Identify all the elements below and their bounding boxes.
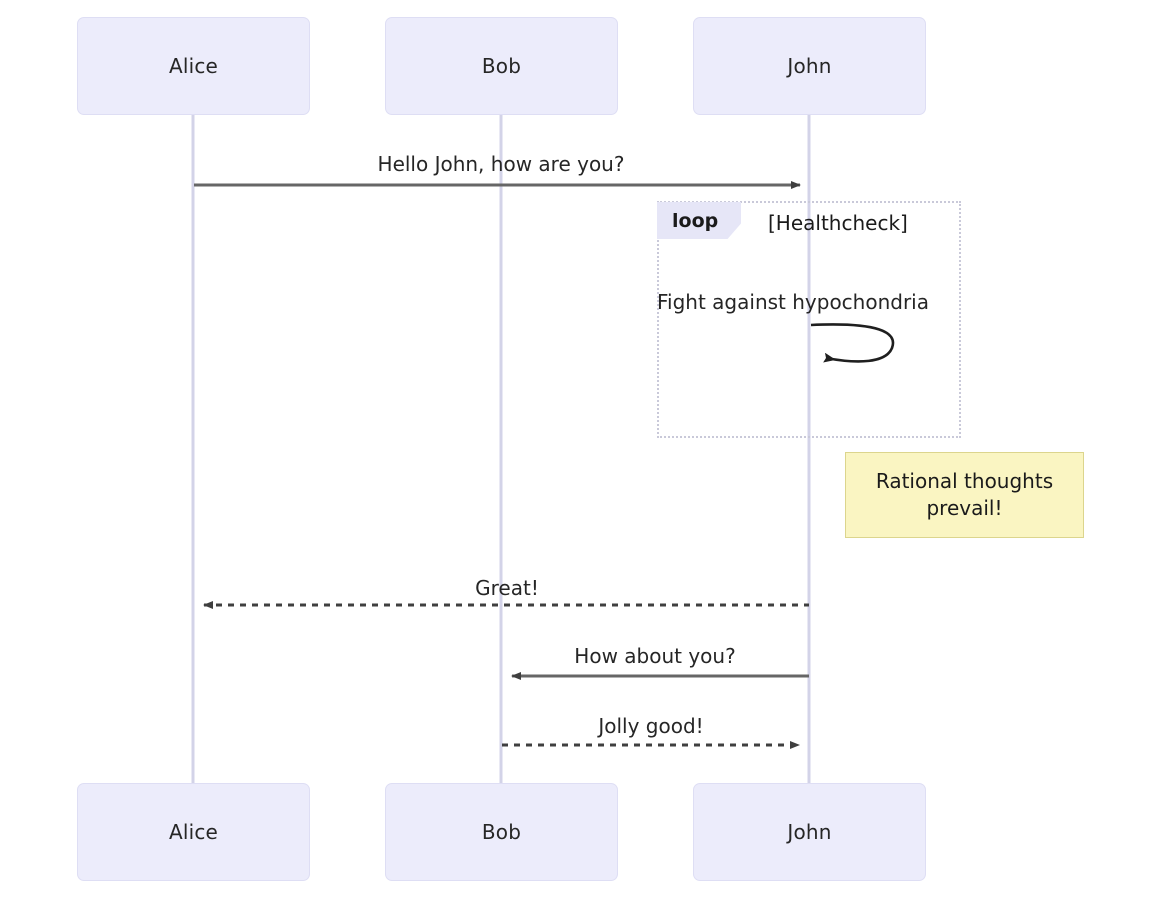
self-message-arrow-hypochondria bbox=[810, 323, 895, 363]
loop-fragment-healthcheck bbox=[657, 201, 961, 438]
participant-box-bob-bottom[interactable]: Bob bbox=[385, 783, 618, 881]
participant-box-alice-bottom[interactable]: Alice bbox=[77, 783, 310, 881]
participant-box-alice-top[interactable]: Alice bbox=[77, 17, 310, 115]
participant-box-john-top[interactable]: John bbox=[693, 17, 926, 115]
participant-label-john-top: John bbox=[787, 54, 832, 78]
participant-label-alice-bottom: Alice bbox=[168, 820, 219, 844]
message-label-howaboutyou: How about you? bbox=[574, 644, 736, 668]
loop-fragment-kind-label: loop bbox=[672, 209, 719, 232]
note-rational-thoughts: Rational thoughts prevail! bbox=[845, 452, 1084, 538]
participant-label-bob-top: Bob bbox=[481, 54, 522, 78]
message-label-jollygood: Jolly good! bbox=[598, 714, 704, 738]
loop-fragment-kind-badge: loop bbox=[657, 202, 741, 239]
note-text-line-1: Rational thoughts bbox=[875, 469, 1054, 493]
note-text-line-2: prevail! bbox=[926, 496, 1003, 520]
loop-fragment-title: [Healthcheck] bbox=[768, 211, 908, 235]
participant-box-bob-top[interactable]: Bob bbox=[385, 17, 618, 115]
message-label-hello: Hello John, how are you? bbox=[377, 152, 625, 176]
participant-label-john-bottom: John bbox=[787, 820, 832, 844]
lifelines-group bbox=[191, 115, 811, 785]
note-text-block: Rational thoughts prevail! bbox=[876, 468, 1053, 522]
self-message-label-hypochondria: Fight against hypochondria bbox=[657, 290, 929, 314]
participant-box-john-bottom[interactable]: John bbox=[693, 783, 926, 881]
message-label-great: Great! bbox=[475, 576, 539, 600]
participant-label-alice-top: Alice bbox=[168, 54, 219, 78]
participant-label-bob-bottom: Bob bbox=[481, 820, 522, 844]
